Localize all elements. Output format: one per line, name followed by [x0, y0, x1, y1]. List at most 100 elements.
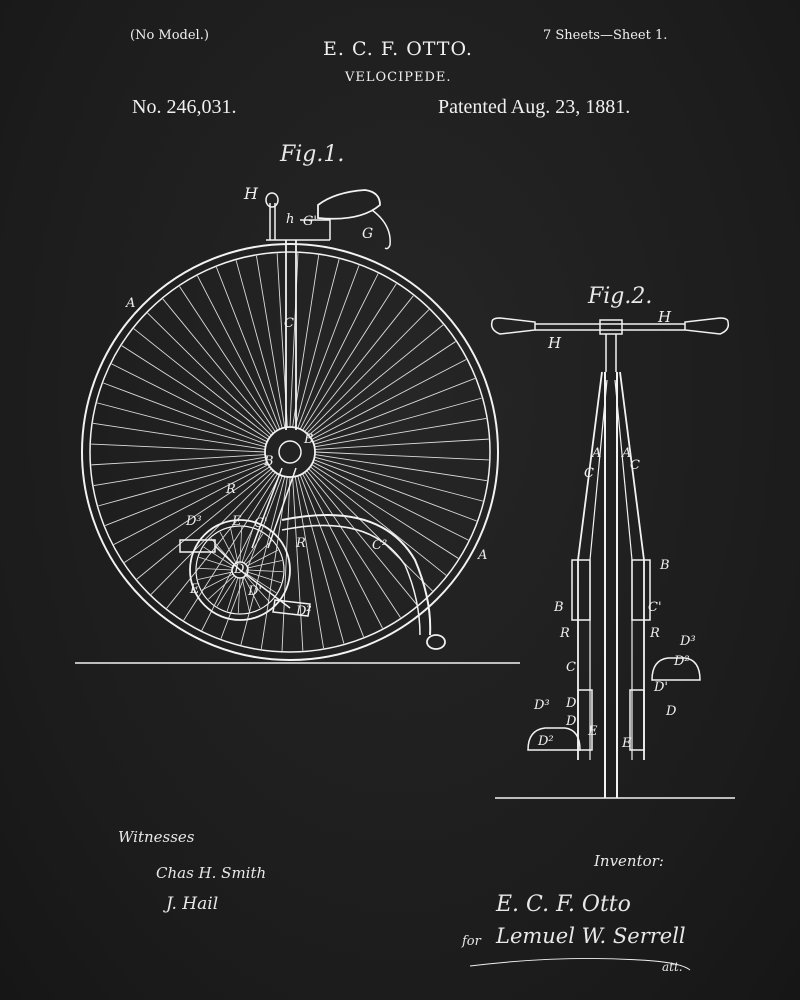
- patent-number: No. 246,031.: [132, 96, 237, 118]
- fig1-label-R2: R: [296, 536, 306, 551]
- big-wheel-spoke: [183, 473, 278, 621]
- big-wheel-spokes: [91, 253, 489, 651]
- fig2-right-grip: [684, 317, 730, 335]
- fig2-label-D1-right: D': [654, 680, 668, 695]
- big-wheel-spoke: [197, 275, 278, 431]
- drive-gear-spoke: [237, 577, 241, 613]
- fig2-handlebar: [535, 323, 685, 331]
- fig2-label-D2-right: D²: [674, 654, 690, 669]
- big-wheel-spoke: [113, 464, 269, 545]
- attorney-suffix: att.: [662, 960, 683, 974]
- fig2-stem-clamp: [599, 319, 623, 335]
- big-wheel-spoke: [309, 466, 447, 576]
- big-wheel-spoke: [292, 255, 320, 428]
- fig1-label-H: H: [244, 184, 258, 203]
- drive-gear-spoke: [246, 549, 279, 567]
- witness-2-signature: J. Hail: [166, 894, 219, 914]
- fig1-label-E2: E: [190, 582, 200, 597]
- big-wheel-spoke: [304, 471, 401, 618]
- fig1-drawing: [75, 189, 520, 664]
- big-wheel-hub-center: [278, 440, 302, 464]
- drive-gear-spoke: [247, 560, 283, 569]
- fig1-label-C1: C': [254, 516, 268, 531]
- fig1-label-R: R: [226, 482, 236, 497]
- handlebar-post: [269, 203, 276, 240]
- big-wheel-spoke: [311, 464, 459, 559]
- fig2-label-A-right: A: [622, 446, 632, 461]
- big-wheel-spoke: [235, 260, 283, 429]
- big-wheel-spoke: [299, 474, 365, 638]
- big-wheel-spoke: [136, 468, 272, 580]
- fig2-left-grip: [490, 317, 536, 335]
- attorney-signature: Lemuel W. Serrell: [496, 924, 686, 948]
- pedal-crank: [214, 545, 291, 609]
- big-wheel-spoke: [281, 476, 291, 651]
- drive-gear-spoke: [243, 533, 264, 564]
- inventor-name-heading: E. C. F. OTTO.: [323, 38, 473, 60]
- pedal-right: [272, 599, 311, 617]
- fig2-label-C-left: C: [584, 466, 594, 481]
- drive-gear-spoke: [245, 575, 270, 602]
- fig2-label-H-right: H: [658, 308, 672, 326]
- fig2-label-D1-left: D': [566, 714, 580, 729]
- invention-title: VELOCIPEDE.: [345, 70, 452, 85]
- no-model-note: (No Model.): [130, 28, 209, 43]
- attorney-signature-flourish: [469, 957, 691, 971]
- fig2-left-bearing: [571, 559, 591, 621]
- big-wheel-spoke: [302, 283, 397, 431]
- big-wheel-spoke: [312, 461, 469, 541]
- big-wheel-spoke: [93, 422, 266, 450]
- big-wheel-spoke: [121, 345, 269, 440]
- big-wheel-spoke: [306, 309, 430, 434]
- seat-bracket: [266, 219, 331, 241]
- drive-gear-spokes: [197, 527, 283, 613]
- drive-gear-spoke: [243, 576, 261, 609]
- fig2-right-bearing: [631, 559, 651, 621]
- drive-gear-hub: [231, 561, 249, 579]
- fig2-label-B-left: B: [554, 600, 564, 615]
- fig2-right-gear-case: [629, 689, 645, 751]
- drive-gear-spoke: [247, 571, 282, 584]
- drive-gear-spoke: [241, 577, 250, 613]
- fig1-label-G: G: [362, 226, 374, 242]
- fig2-left-pedal: [527, 727, 581, 751]
- big-wheel-spoke: [104, 461, 268, 527]
- drive-gear-spoke: [246, 573, 277, 594]
- fig2-label-D-left: D: [566, 696, 577, 711]
- fig2-label-H-left: H: [548, 334, 562, 352]
- big-wheel-spoke: [302, 473, 383, 629]
- big-wheel-spoke: [166, 471, 276, 609]
- drive-gear-outer: [189, 519, 291, 621]
- big-wheel-spoke: [314, 456, 483, 502]
- big-wheel-spoke: [91, 454, 266, 466]
- drive-gear-spoke: [219, 531, 237, 564]
- big-wheel-spoke: [93, 456, 266, 487]
- big-wheel-spoke: [308, 324, 444, 436]
- witness-1-signature: Chas H. Smith: [156, 864, 267, 882]
- big-wheel-spoke: [294, 476, 325, 649]
- fig2-label-D2-left: D²: [538, 734, 554, 749]
- big-wheel-spoke: [304, 295, 414, 433]
- drive-gear-spoke: [197, 571, 233, 580]
- big-wheel-spoke: [111, 363, 268, 443]
- fig1-label-E: E: [232, 514, 242, 529]
- drive-gear-inner: [195, 525, 285, 615]
- fig2-label-B-right: B: [660, 558, 670, 573]
- drive-gear-spoke: [245, 540, 272, 565]
- big-wheel-spoke: [297, 265, 360, 429]
- fig1-title: Fig.1.: [280, 142, 345, 167]
- big-wheel-spoke: [147, 312, 272, 436]
- fig2-label-R-left: R: [560, 626, 570, 641]
- big-wheel-spoke: [255, 255, 286, 428]
- fig1-label-C2: C²: [372, 538, 388, 553]
- saddle-spring: [371, 209, 391, 250]
- big-wheel-spoke: [311, 359, 467, 440]
- fig2-head-tube: [605, 334, 617, 372]
- fig2-fork-inner: [589, 379, 633, 760]
- big-wheel-spoke: [314, 454, 487, 482]
- fig1-label-G1: G': [303, 214, 317, 229]
- big-wheel-spoke: [240, 476, 286, 645]
- drive-gear-spoke: [201, 573, 234, 591]
- fig1-label-D3: D³: [186, 514, 202, 529]
